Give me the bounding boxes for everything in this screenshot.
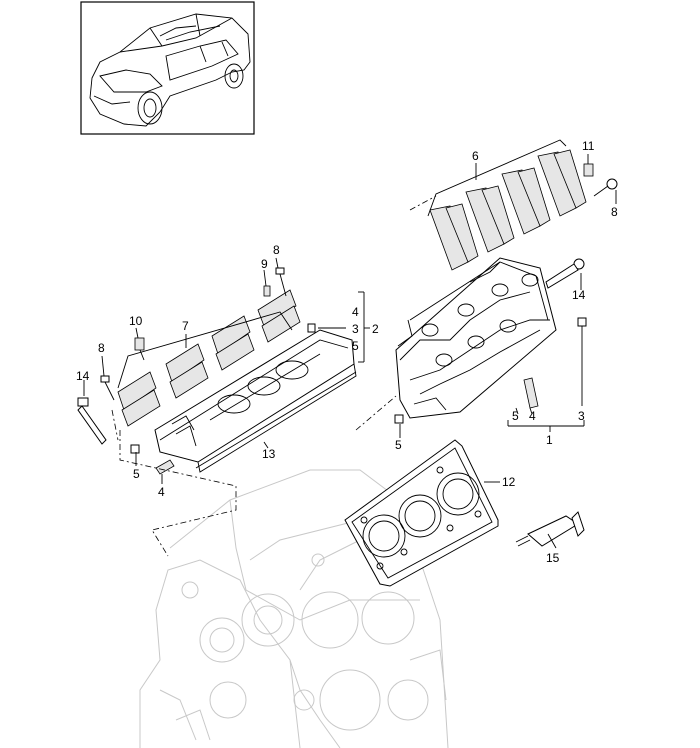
dowel-5-right (394, 414, 404, 424)
callout-3-bracket: 3 (352, 322, 359, 336)
callout-4-left: 4 (158, 485, 165, 499)
bolt-14-right (545, 258, 585, 289)
callout-8-left: 8 (98, 341, 105, 355)
stud-4-left (155, 459, 175, 475)
callout-5-right-lower: 5 (512, 409, 519, 423)
bearing-caps-left (117, 289, 301, 427)
callout-4-bracket: 4 (352, 305, 359, 319)
callout-6: 6 (472, 149, 479, 163)
callout-8-middle: 8 (273, 243, 280, 257)
callout-13: 13 (262, 447, 276, 461)
right-cylinder-head (395, 257, 557, 419)
callout-2: 2 (372, 322, 379, 336)
callout-8-right: 8 (611, 205, 618, 219)
callout-5-bracket: 5 (352, 339, 359, 353)
left-cylinder-head (154, 329, 357, 473)
alignment-lines (111, 195, 437, 557)
callout-4-right: 4 (529, 409, 536, 423)
stud-4-right (523, 377, 539, 409)
callout-9: 9 (261, 257, 268, 271)
bolt-8-left (100, 375, 115, 401)
callout-11: 11 (582, 139, 595, 153)
callout-14-right: 14 (572, 288, 586, 302)
dowel-3-right (577, 317, 587, 327)
sensor-10 (134, 337, 145, 361)
bolt-8-middle (275, 267, 287, 297)
callout-12: 12 (502, 475, 516, 489)
vehicle-thumbnail-icon (89, 13, 251, 127)
dowel-3-left (307, 323, 316, 333)
callout-5-left: 5 (133, 467, 140, 481)
cylinder-head-gasket (344, 439, 499, 587)
callout-10: 10 (129, 314, 143, 328)
engine-block-icon (139, 469, 449, 748)
callout-7: 7 (182, 319, 189, 333)
callout-15: 15 (546, 551, 560, 565)
callouts: 6 11 8 8 9 14 4 3 2 5 10 7 8 14 5 4 3 1 … (76, 139, 618, 565)
callout-1: 1 (546, 433, 553, 447)
sensor-11 (583, 163, 594, 177)
leader-lines (83, 154, 617, 549)
sealant-tube (515, 511, 585, 547)
bolt-14-left (77, 397, 107, 445)
callout-3-right: 3 (578, 409, 585, 423)
callout-5-right-dowel: 5 (395, 438, 402, 452)
bearing-caps-right (429, 149, 587, 271)
bolt-8-right (593, 178, 618, 197)
bracket-lines (117, 139, 585, 432)
dowel-5-left (130, 444, 140, 454)
callout-14-left: 14 (76, 369, 90, 383)
vehicle-thumbnail (80, 1, 255, 135)
stud-9 (263, 285, 271, 297)
